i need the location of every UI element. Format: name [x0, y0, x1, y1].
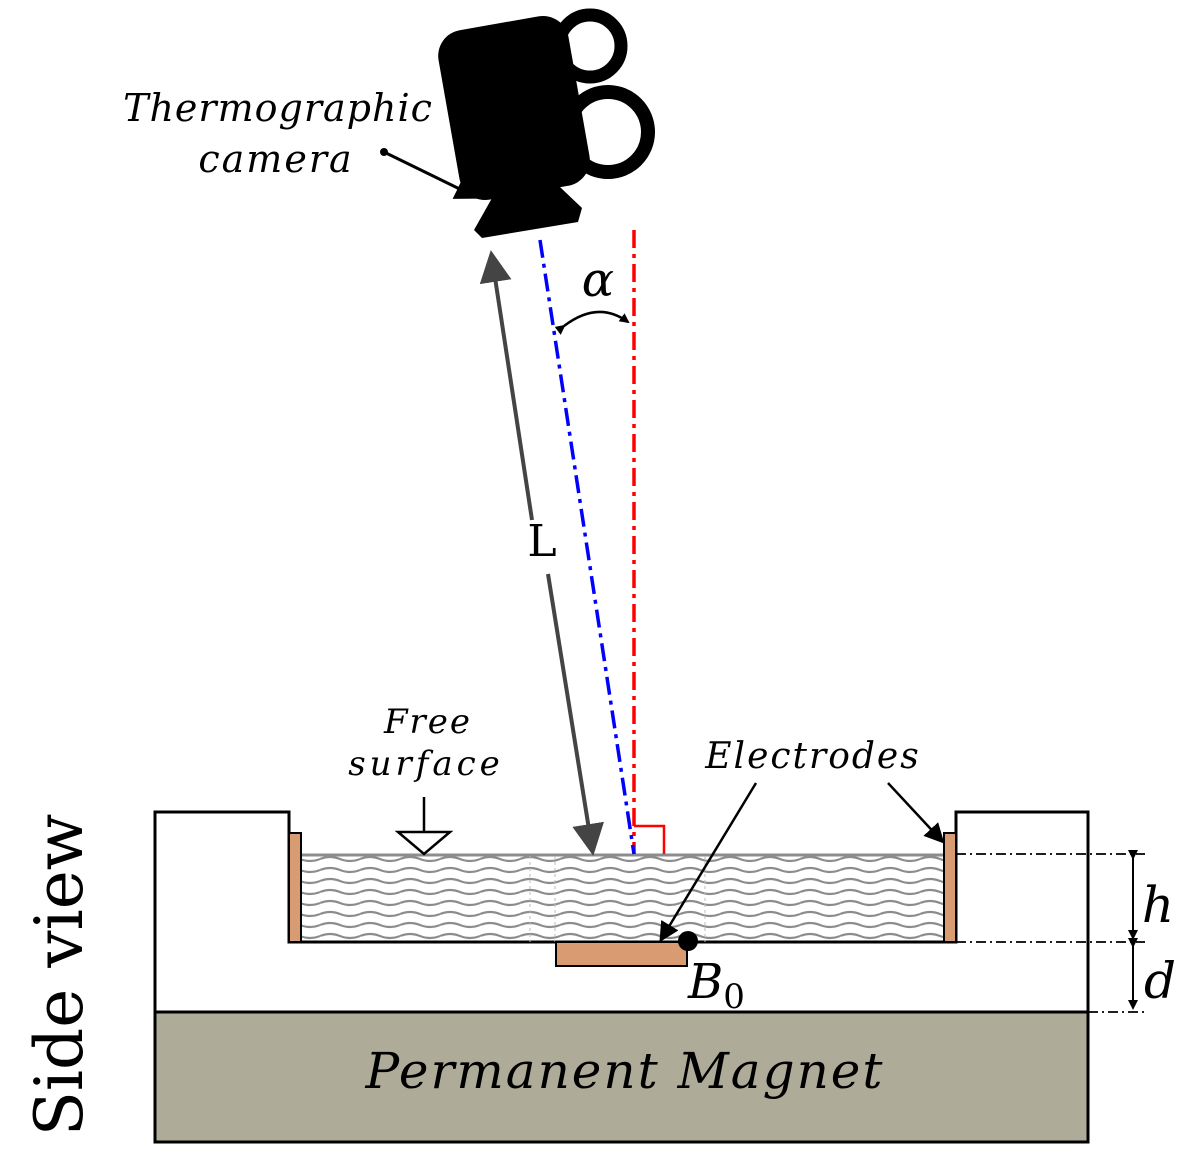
- electrode-pointer-right: [887, 782, 945, 844]
- b0-label: B0: [687, 954, 745, 1017]
- side-view-label: Side view: [21, 814, 98, 1137]
- distance-arrow-bottom: [546, 573, 604, 856]
- free-surface-label-2: surface: [348, 744, 504, 784]
- d-label: d: [1144, 952, 1176, 1010]
- electrode-bottom: [555, 941, 688, 967]
- fluid-layer: [302, 853, 944, 942]
- h-label: h: [1142, 876, 1174, 934]
- length-label: L: [527, 516, 556, 567]
- electrode-right: [943, 832, 957, 943]
- camera-view-line: [538, 239, 636, 855]
- free-surface-label-1: Free: [383, 702, 472, 742]
- free-surface-marker: [394, 797, 454, 856]
- b0-point: [678, 931, 698, 951]
- permanent-magnet: [153, 1010, 1090, 1144]
- b0-subscript: 0: [723, 977, 745, 1017]
- electrode-left: [288, 832, 302, 943]
- alpha-label: α: [582, 252, 614, 308]
- right-angle-marker: [634, 824, 666, 854]
- dimension-lines: [956, 850, 1145, 1013]
- thermographic-camera-icon: [438, 8, 655, 238]
- magnet-label: Permanent Magnet: [365, 1042, 885, 1100]
- electrode-pointer-bottom: [659, 782, 758, 943]
- camera-pointer-arrow: [383, 150, 480, 199]
- electrodes-label: Electrodes: [704, 736, 920, 777]
- camera-label-1: Thermographic: [123, 86, 433, 130]
- camera-label-2: camera: [198, 137, 353, 181]
- distance-arrow-top: [479, 250, 534, 521]
- alpha-arc: [554, 310, 630, 335]
